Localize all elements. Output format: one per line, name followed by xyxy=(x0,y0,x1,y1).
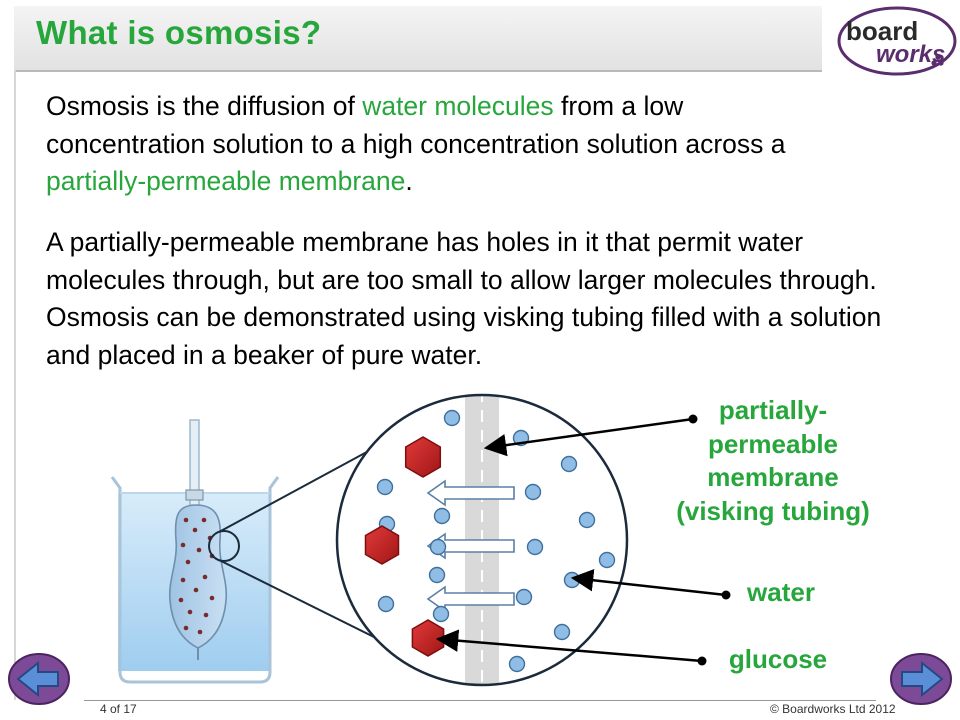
glucose-molecule xyxy=(364,525,400,565)
water-label: water xyxy=(747,577,815,607)
water-molecule xyxy=(563,571,581,589)
definition-text-2: from a low concentration solution to a h… xyxy=(46,91,786,159)
water-molecule xyxy=(524,483,542,501)
pointer-lines xyxy=(435,414,731,666)
flow-arrow xyxy=(426,479,515,507)
membrane-pointer xyxy=(483,417,694,457)
definition-text-1: Osmosis is the diffusion of xyxy=(46,91,363,121)
solute-dot xyxy=(187,609,193,615)
boardworks-logo: board works xyxy=(837,6,957,76)
next-arrow-icon xyxy=(890,653,952,705)
water-molecule xyxy=(508,655,526,673)
water-molecule xyxy=(560,455,578,473)
logo-text-board: board xyxy=(846,16,918,46)
water-pointer xyxy=(570,569,727,597)
solute-dot xyxy=(183,625,189,631)
solute-dot xyxy=(185,559,191,565)
solute-dot xyxy=(203,612,209,618)
glucose-pointer xyxy=(435,629,703,663)
visking-tubing xyxy=(168,504,228,660)
magnified-view xyxy=(335,393,629,687)
membrane-label: partially- permeable membrane (visking t… xyxy=(648,394,898,528)
slide-title: What is osmosis? xyxy=(36,14,322,51)
membrane-label-line-2: permeable xyxy=(707,428,839,459)
water-molecule xyxy=(428,566,446,584)
flow-arrow xyxy=(426,585,515,613)
definition-highlight-membrane: partially-permeable membrane xyxy=(46,166,406,196)
membrane-label-line-4: (visking tubing) xyxy=(676,495,870,526)
footer-rule xyxy=(84,700,876,701)
solute-dot xyxy=(197,629,203,635)
osmosis-definition: Osmosis is the diffusion of water molecu… xyxy=(46,88,846,201)
solute-dot xyxy=(201,517,207,523)
water-molecule xyxy=(443,409,461,427)
solute-dot xyxy=(193,587,199,593)
water-molecule xyxy=(429,538,447,556)
solute-dot xyxy=(180,542,186,548)
water-molecule xyxy=(433,507,451,525)
glucose-label: glucose xyxy=(728,644,828,674)
water-flow-arrows xyxy=(426,479,515,613)
next-slide-button[interactable] xyxy=(888,651,954,707)
water-molecule xyxy=(598,551,616,569)
capillary-tube xyxy=(185,419,204,513)
title-bar xyxy=(14,6,822,72)
page-number: 4 of 17 xyxy=(100,702,137,716)
membrane-label-line-3: membrane xyxy=(707,462,839,492)
solute-dot xyxy=(209,595,215,601)
previous-slide-button[interactable] xyxy=(6,651,72,707)
definition-highlight-water: water molecules xyxy=(362,91,554,121)
membrane-label-line-1: partially- xyxy=(718,395,828,425)
water-molecule xyxy=(553,623,571,641)
previous-arrow-icon xyxy=(8,653,70,705)
solute-dot xyxy=(180,577,186,583)
solute-dot xyxy=(202,574,208,580)
left-rule xyxy=(14,70,16,700)
water-molecule xyxy=(578,511,596,529)
water-molecule xyxy=(376,478,394,496)
membrane-explanation: A partially-permeable membrane has holes… xyxy=(46,227,882,370)
solute-dot xyxy=(196,547,202,553)
solute-dot xyxy=(178,597,184,603)
water-molecule xyxy=(377,595,395,613)
solute-dot xyxy=(192,527,198,533)
definition-text-3: . xyxy=(405,166,413,196)
glucose-molecule xyxy=(404,436,442,478)
solute-dot xyxy=(183,517,189,523)
copyright: © Boardworks Ltd 2012 xyxy=(770,702,896,716)
water-molecule xyxy=(515,588,533,606)
water-molecule xyxy=(526,538,544,556)
water-molecules xyxy=(376,409,616,673)
water-molecule xyxy=(432,605,450,623)
